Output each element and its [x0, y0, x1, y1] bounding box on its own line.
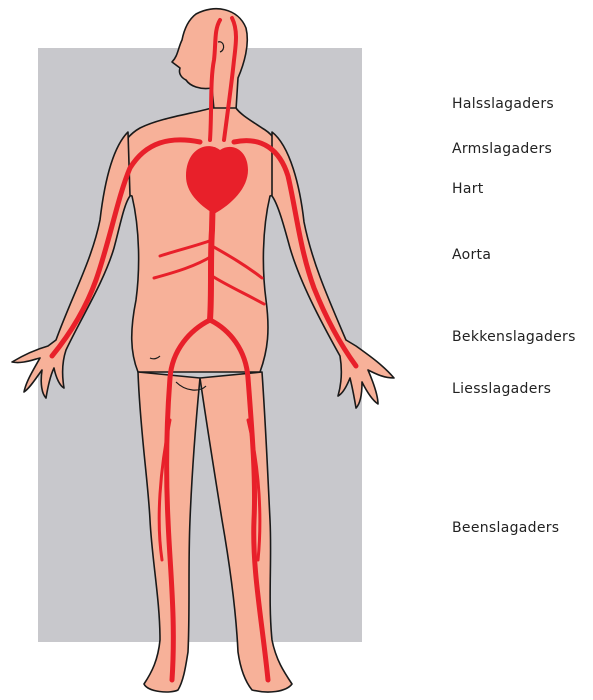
label-liesslagaders: Liesslagaders	[452, 381, 551, 397]
label-bekkenslagaders: Bekkenslagaders	[452, 329, 576, 345]
label-aorta: Aorta	[452, 247, 491, 263]
label-halsslagaders: Halsslagaders	[452, 96, 554, 112]
label-armslagaders: Armslagaders	[452, 141, 552, 157]
label-hart: Hart	[452, 181, 484, 197]
label-beenslagaders: Beenslagaders	[452, 520, 559, 536]
